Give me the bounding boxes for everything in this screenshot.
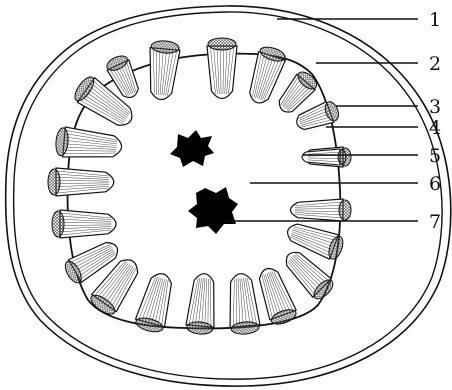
bundle-cell bbox=[146, 40, 181, 101]
callout-6: 6 bbox=[429, 173, 441, 195]
bundle-cell bbox=[225, 272, 260, 335]
callout-4: 4 bbox=[429, 117, 441, 139]
bundle-body bbox=[56, 168, 114, 196]
callout-7: 7 bbox=[429, 211, 441, 233]
bundle-ring bbox=[48, 38, 351, 335]
callout-labels: 1 2 3 4 5 6 7 bbox=[429, 9, 441, 233]
bundle-cap bbox=[48, 169, 60, 195]
bundle-cap bbox=[208, 38, 236, 50]
callout-3: 3 bbox=[429, 96, 441, 118]
bundle-body bbox=[302, 149, 340, 165]
bundle-cap bbox=[52, 211, 64, 237]
bundle-cell bbox=[253, 264, 299, 327]
bundle-cell bbox=[291, 199, 352, 221]
bundle-cell-inner bbox=[302, 149, 346, 165]
bundle-cell bbox=[133, 270, 177, 335]
bundle-cell bbox=[207, 38, 237, 99]
callout-2: 2 bbox=[429, 53, 441, 75]
bundle-cell bbox=[48, 168, 114, 196]
bundle-cell bbox=[185, 272, 218, 335]
bundle-body bbox=[60, 210, 116, 238]
bundle-body bbox=[291, 199, 344, 221]
bundle-cap bbox=[339, 200, 351, 220]
cavity-upper bbox=[170, 130, 214, 167]
cavity-lower bbox=[188, 187, 238, 234]
bundle-cap bbox=[338, 150, 346, 164]
bundle-cell bbox=[55, 126, 123, 162]
bundle-body bbox=[207, 46, 237, 99]
bundle-body bbox=[63, 127, 123, 162]
callout-5: 5 bbox=[429, 145, 441, 167]
cavities bbox=[170, 130, 238, 234]
callout-1: 1 bbox=[429, 9, 441, 31]
bundle-cell bbox=[52, 210, 116, 238]
